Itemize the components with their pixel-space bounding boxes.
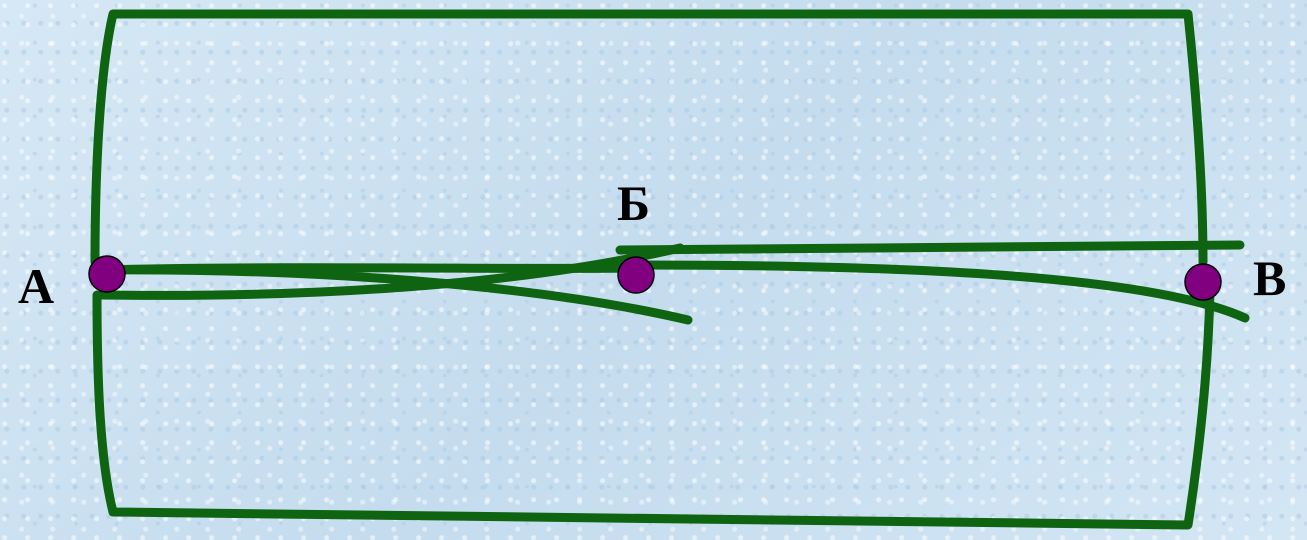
- node-b: [617, 256, 655, 294]
- label-a: А: [18, 258, 54, 314]
- strand-cross-to-b-tail: [95, 265, 693, 325]
- strand-a-lower-curve: [95, 243, 685, 300]
- label-v: В: [1253, 250, 1286, 306]
- outer-loop-path: [90, 9, 1208, 267]
- strand-b-to-v-top: [615, 240, 1245, 255]
- node-v: [1184, 263, 1222, 301]
- outer-loop-bottom-path: [92, 285, 1215, 530]
- label-b: Б: [617, 175, 650, 231]
- node-a: [88, 255, 126, 293]
- strand-b-to-v-curve: [635, 260, 1250, 323]
